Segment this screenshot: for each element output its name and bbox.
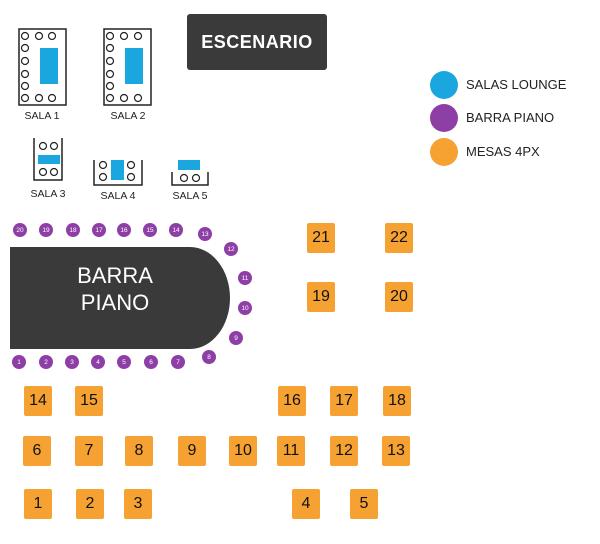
bar-seat[interactable]: 20 (13, 223, 27, 237)
sala-1[interactable] (18, 28, 67, 106)
bar-seat[interactable]: 12 (224, 242, 238, 256)
sala-4-label: SALA 4 (100, 190, 136, 202)
bar-seat[interactable]: 3 (65, 355, 79, 369)
table-22[interactable]: 22 (385, 223, 413, 253)
bar-seat[interactable]: 5 (117, 355, 131, 369)
bar-seat[interactable]: 19 (39, 223, 53, 237)
legend-label: SALAS LOUNGE (466, 77, 567, 92)
table-11[interactable]: 11 (277, 436, 305, 466)
bar-seat[interactable]: 16 (117, 223, 131, 237)
table-17[interactable]: 17 (330, 386, 358, 416)
table-21[interactable]: 21 (307, 223, 335, 253)
table-5[interactable]: 5 (350, 489, 378, 519)
piano-bar-counter (10, 247, 230, 349)
table-8[interactable]: 8 (125, 436, 153, 466)
bar-seat[interactable]: 14 (169, 223, 183, 237)
sala-1-label: SALA 1 (24, 110, 60, 122)
sala-3-label: SALA 3 (30, 188, 66, 200)
bar-seat[interactable]: 18 (66, 223, 80, 237)
table-14[interactable]: 14 (24, 386, 52, 416)
piano-color-swatch (430, 104, 458, 132)
stage: ESCENARIO (187, 14, 327, 70)
bar-seat[interactable]: 8 (202, 350, 216, 364)
table-13[interactable]: 13 (382, 436, 410, 466)
tables-color-swatch (430, 138, 458, 166)
lounge-color-swatch (430, 71, 458, 99)
bar-seat[interactable]: 6 (144, 355, 158, 369)
bar-seat[interactable]: 1 (12, 355, 26, 369)
sala-3[interactable] (33, 138, 63, 181)
bar-seat[interactable]: 9 (229, 331, 243, 345)
table-18[interactable]: 18 (383, 386, 411, 416)
table-9[interactable]: 9 (178, 436, 206, 466)
sala-5[interactable] (171, 160, 209, 186)
table-2[interactable]: 2 (76, 489, 104, 519)
legend-label: MESAS 4PX (466, 144, 540, 159)
table-16[interactable]: 16 (278, 386, 306, 416)
bar-seat[interactable]: 11 (238, 271, 252, 285)
bar-seat[interactable]: 15 (143, 223, 157, 237)
table-1[interactable]: 1 (24, 489, 52, 519)
table-4[interactable]: 4 (292, 489, 320, 519)
legend-label: BARRA PIANO (466, 110, 555, 125)
table-3[interactable]: 3 (124, 489, 152, 519)
sala-5-label: SALA 5 (172, 190, 208, 202)
bar-seat[interactable]: 7 (171, 355, 185, 369)
bar-seat[interactable]: 2 (39, 355, 53, 369)
table-10[interactable]: 10 (229, 436, 257, 466)
bar-line-1: BARRA (77, 263, 153, 288)
bar-seat[interactable]: 4 (91, 355, 105, 369)
sala-2-label: SALA 2 (110, 110, 146, 122)
table-15[interactable]: 15 (75, 386, 103, 416)
piano-bar-title: BARRA PIANO (40, 262, 190, 316)
table-19[interactable]: 19 (307, 282, 335, 312)
bar-seat[interactable]: 17 (92, 223, 106, 237)
table-7[interactable]: 7 (75, 436, 103, 466)
table-12[interactable]: 12 (330, 436, 358, 466)
sala-4[interactable] (93, 160, 143, 186)
sala-2[interactable] (103, 28, 152, 106)
bar-seat[interactable]: 13 (198, 227, 212, 241)
bar-line-2: PIANO (80, 290, 150, 315)
bar-seat[interactable]: 10 (238, 301, 252, 315)
table-20[interactable]: 20 (385, 282, 413, 312)
table-6[interactable]: 6 (23, 436, 51, 466)
